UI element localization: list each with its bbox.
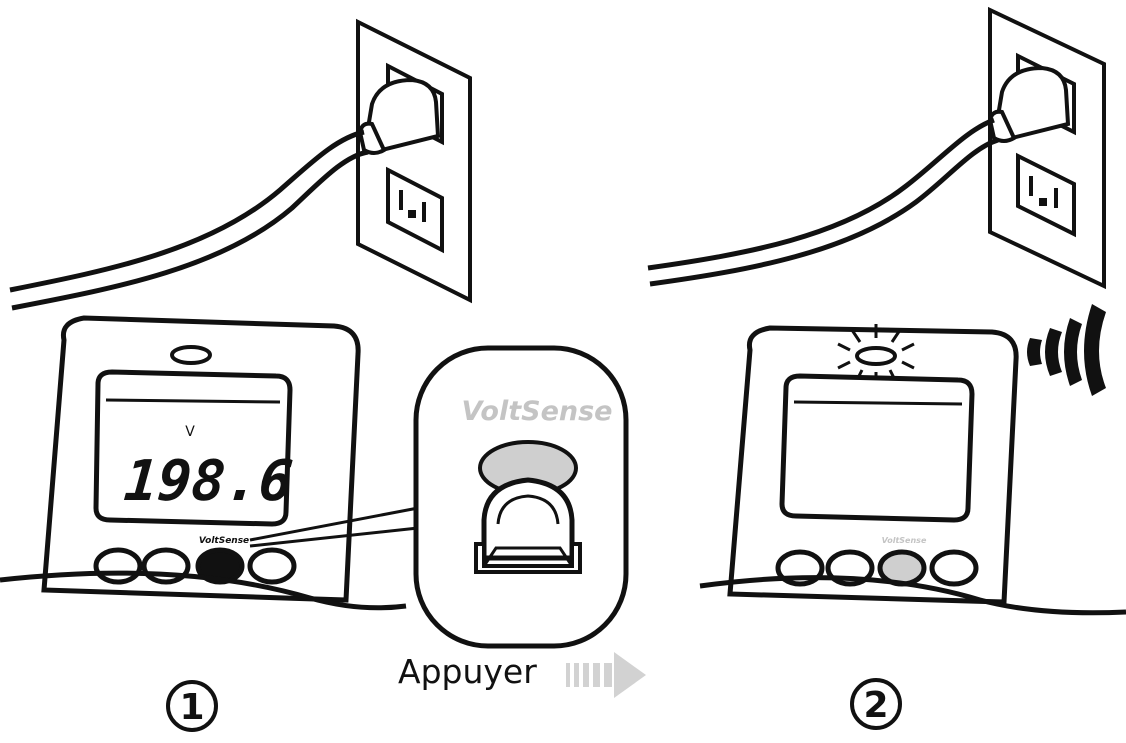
- step1-power-cord: [9, 129, 369, 311]
- step2-meter: VoltSense: [727, 324, 1019, 605]
- step2-button-label: VoltSense: [882, 536, 927, 545]
- step2-indicator-light-glowing: [837, 324, 915, 386]
- step2-number-badge: 2: [850, 678, 902, 730]
- step1-button-1[interactable]: [93, 547, 143, 585]
- step2-screen: [779, 373, 975, 523]
- step1-number: 1: [179, 687, 204, 728]
- beep-sound-waves-icon: [1027, 304, 1106, 396]
- step1-button-4[interactable]: [247, 547, 297, 585]
- step2-power-plug: [987, 65, 1071, 143]
- zoom-brand-label: VoltSense: [461, 396, 612, 427]
- step2-wall-outlet: [988, 6, 1106, 290]
- step1-voltsense-button[interactable]: [195, 547, 245, 585]
- zoom-callout: VoltSense: [413, 345, 629, 649]
- step1-power-plug: [357, 77, 441, 155]
- step1-button-label: VoltSense: [199, 536, 249, 546]
- step1-display-unit: V: [185, 424, 195, 440]
- step1-indicator-light: [170, 345, 212, 365]
- step2-surface-curve: [699, 575, 1126, 616]
- step1-surface-curve: [0, 570, 407, 611]
- step2-number: 2: [863, 685, 888, 726]
- step1-wall-outlet: [356, 18, 472, 304]
- action-arrow-icon: [566, 652, 646, 698]
- action-label: Appuyer: [398, 652, 537, 691]
- step1-display-value: 198.6: [122, 449, 296, 514]
- step2-button-4[interactable]: [929, 549, 979, 587]
- step1-screen: V 198.6: [93, 369, 296, 527]
- step1-number-badge: 1: [166, 680, 218, 732]
- step1-meter: V 198.6 VoltSense: [41, 315, 361, 603]
- step2-power-cord: [647, 117, 999, 287]
- zoom-pressed-button: [474, 440, 582, 574]
- zoom-leader-lines: [249, 506, 419, 548]
